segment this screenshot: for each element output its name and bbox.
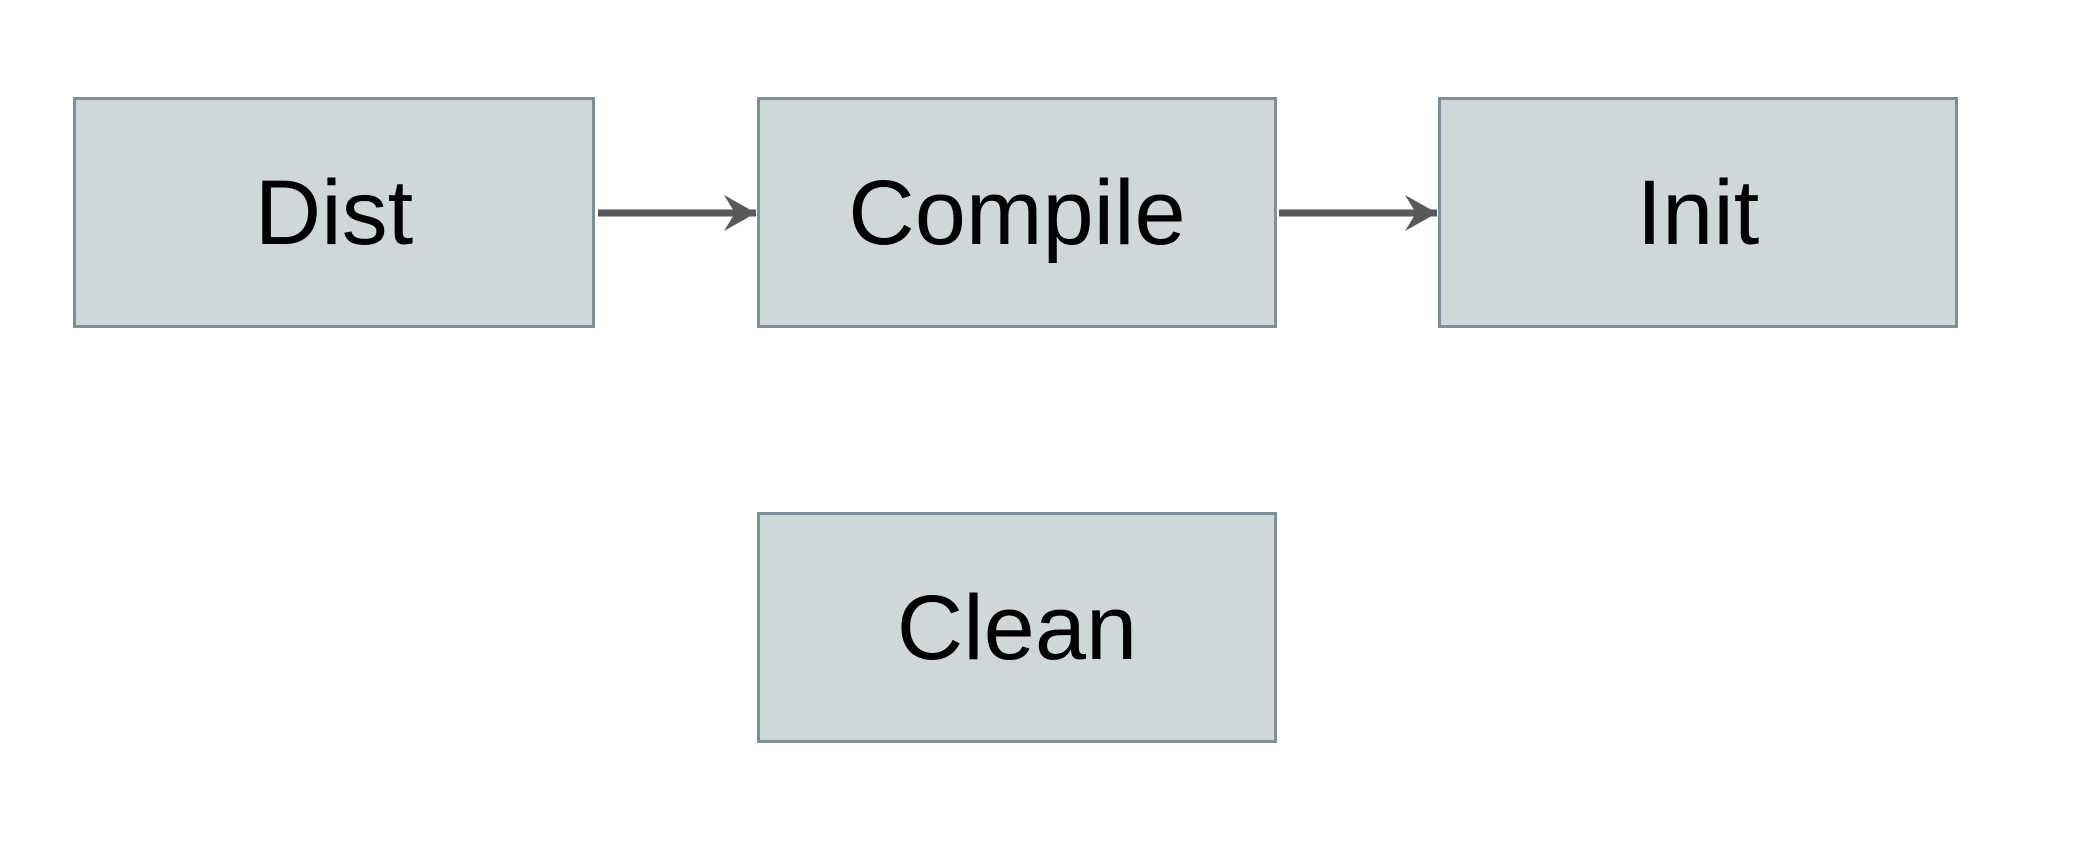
- node-dist: Dist: [73, 97, 595, 328]
- node-compile-label: Compile: [848, 161, 1186, 264]
- node-init-label: Init: [1636, 161, 1760, 264]
- node-compile: Compile: [757, 97, 1277, 328]
- node-clean-label: Clean: [896, 576, 1138, 679]
- node-dist-label: Dist: [254, 161, 414, 264]
- node-clean: Clean: [757, 512, 1277, 743]
- node-init: Init: [1438, 97, 1958, 328]
